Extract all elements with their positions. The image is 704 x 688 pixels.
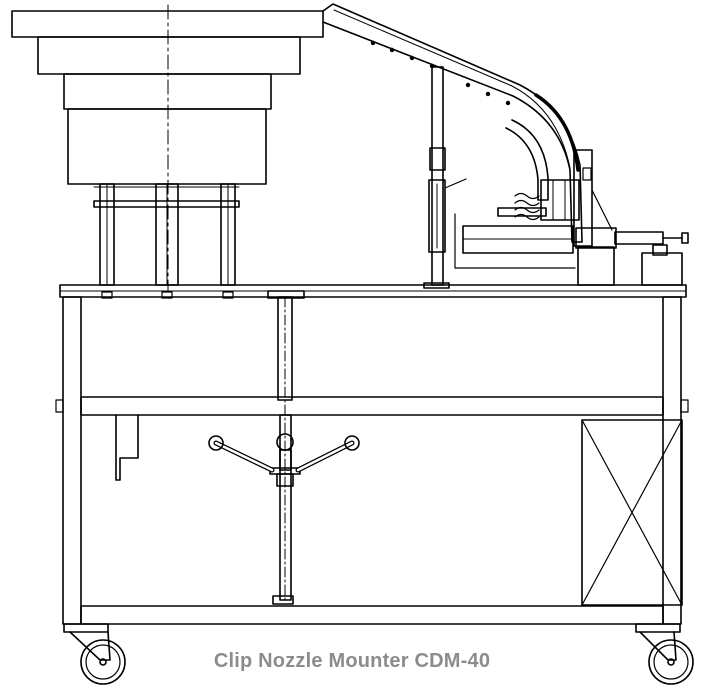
bowl-support-columns xyxy=(100,184,235,298)
frame xyxy=(56,285,688,624)
adjustment-screw xyxy=(209,291,359,604)
feed-chute xyxy=(323,4,582,242)
caster-right xyxy=(636,624,693,684)
chute-support-post xyxy=(424,67,466,288)
drawing-caption: Clip Nozzle Mounter CDM-40 xyxy=(213,650,491,672)
caster-left xyxy=(64,624,125,684)
